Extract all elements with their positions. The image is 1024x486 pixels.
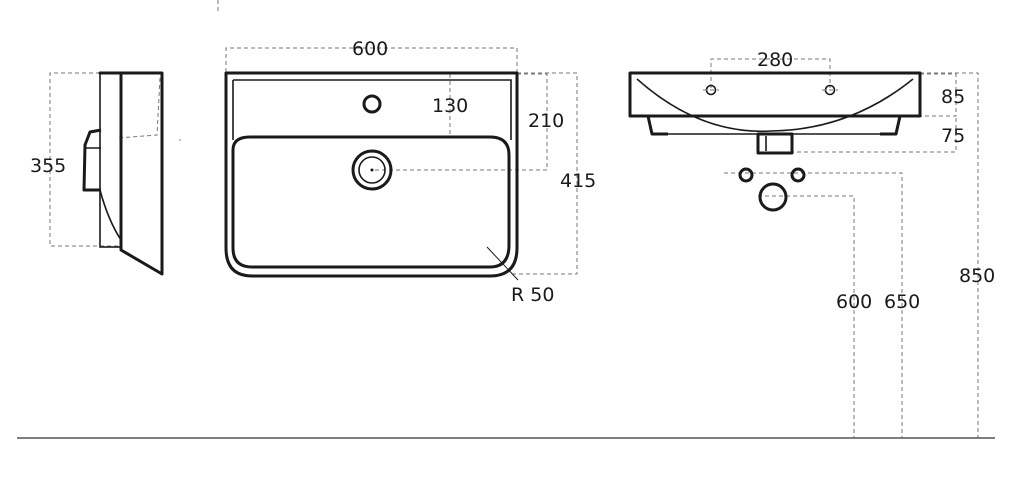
rim-label: 85 — [941, 86, 965, 108]
depth-label: 415 — [560, 170, 596, 192]
supply-left — [738, 167, 754, 183]
supply-height-dimension — [724, 172, 903, 438]
tap-spacing-label: 280 — [757, 49, 793, 71]
side-height-dimension — [49, 72, 118, 247]
side-waste-trap — [82, 128, 102, 192]
drain-offset-label: 75 — [941, 125, 965, 147]
depth-dimension — [510, 72, 578, 275]
side-basin-profile — [98, 71, 164, 276]
basin-outer-outline — [224, 71, 519, 278]
front-bowl-curve — [636, 78, 914, 133]
basin-rim-line — [233, 79, 512, 140]
install-height-dimension — [920, 72, 979, 438]
width-dimension — [225, 47, 518, 72]
drain-label: 210 — [528, 110, 564, 132]
drain-offset-dimension — [792, 118, 957, 153]
front-view: 280 85 75 600 650 850 — [628, 49, 995, 438]
install-height-label: 850 — [959, 265, 995, 287]
waste-height-dimension — [758, 195, 855, 438]
front-right-foot — [880, 115, 902, 136]
drain-center — [370, 168, 374, 172]
side-height-label: 355 — [30, 155, 66, 177]
radius-leader — [486, 246, 519, 281]
rim-dimension — [910, 73, 957, 117]
side-bowl-curve — [99, 189, 122, 241]
front-left-foot — [646, 115, 668, 136]
supply-height-label: 650 — [884, 291, 920, 313]
radius-label: R 50 — [511, 284, 554, 306]
waste-height-label: 600 — [836, 291, 872, 313]
waste-connection — [758, 182, 788, 212]
drain-outer — [351, 149, 393, 191]
drain-inner — [358, 156, 386, 184]
basin-bowl-outline — [231, 135, 511, 269]
tap-hole-right — [822, 84, 838, 96]
side-inner-contour — [117, 77, 161, 139]
side-view: 355 — [30, 71, 181, 276]
width-label: 600 — [352, 38, 388, 60]
tap-hole-left — [703, 84, 719, 96]
top-view: 600 130 210 415 R 50 — [224, 38, 596, 306]
front-basin-body — [628, 71, 922, 118]
side-dot — [179, 139, 181, 141]
tap-hole — [362, 94, 382, 114]
supply-right — [790, 167, 806, 183]
waste-outlet — [756, 132, 794, 155]
drain-dimension — [372, 73, 548, 171]
tap-hole-label: 130 — [432, 95, 468, 117]
